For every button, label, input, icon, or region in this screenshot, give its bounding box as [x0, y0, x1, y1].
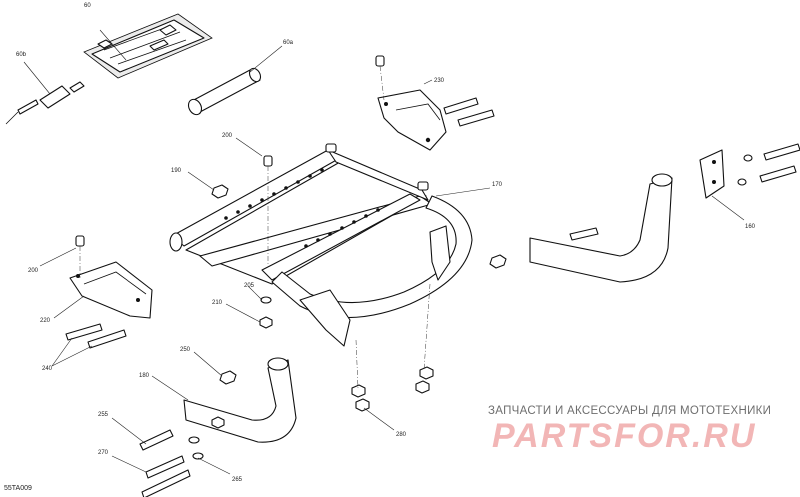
callout-labels: 60 60b 60a 230 200 190 170 160 200 220 2…: [4, 3, 756, 492]
left-handle: [111, 351, 297, 497]
callout-205: 205: [244, 283, 255, 289]
lower-nuts: [351, 283, 434, 431]
upper-bracket: [375, 55, 495, 151]
callout-240: 240: [42, 366, 53, 372]
callout-190: 190: [171, 168, 182, 174]
center-fasteners: [187, 137, 273, 329]
callout-60a: 60a: [283, 40, 294, 46]
callout-210: 210: [212, 300, 223, 306]
callout-255: 255: [98, 412, 109, 418]
frame-holes: [224, 168, 380, 248]
callout-220: 220: [40, 318, 51, 324]
extension-tube: [187, 45, 283, 116]
callout-265: 265: [232, 477, 243, 483]
callout-200-left: 200: [28, 268, 39, 274]
callout-200-top: 200: [222, 133, 233, 139]
left-bracket: [39, 235, 153, 367]
carrier-frame: [169, 143, 491, 347]
right-handle: [489, 143, 800, 283]
callout-180: 180: [139, 373, 150, 379]
watermark: ЗАПЧАСТИ И АКСЕССУАРЫ ДЛЯ МОТОТЕХНИКИ PA…: [488, 405, 771, 455]
callout-270: 270: [98, 450, 109, 456]
tool-kit: [83, 13, 213, 79]
watermark-tagline: ЗАПЧАСТИ И АКСЕССУАРЫ ДЛЯ МОТОТЕХНИКИ: [488, 405, 771, 417]
screwdriver: [5, 61, 85, 125]
callout-60: 60: [84, 3, 91, 9]
callout-170: 170: [492, 182, 503, 188]
callout-230: 230: [434, 78, 445, 84]
callout-280: 280: [396, 432, 407, 438]
callout-160: 160: [745, 224, 756, 230]
callout-250: 250: [180, 347, 191, 353]
watermark-brand: PARTSFOR.RU: [492, 417, 756, 455]
callout-60b: 60b: [16, 52, 27, 58]
reference-code: 55TA009: [4, 485, 32, 492]
